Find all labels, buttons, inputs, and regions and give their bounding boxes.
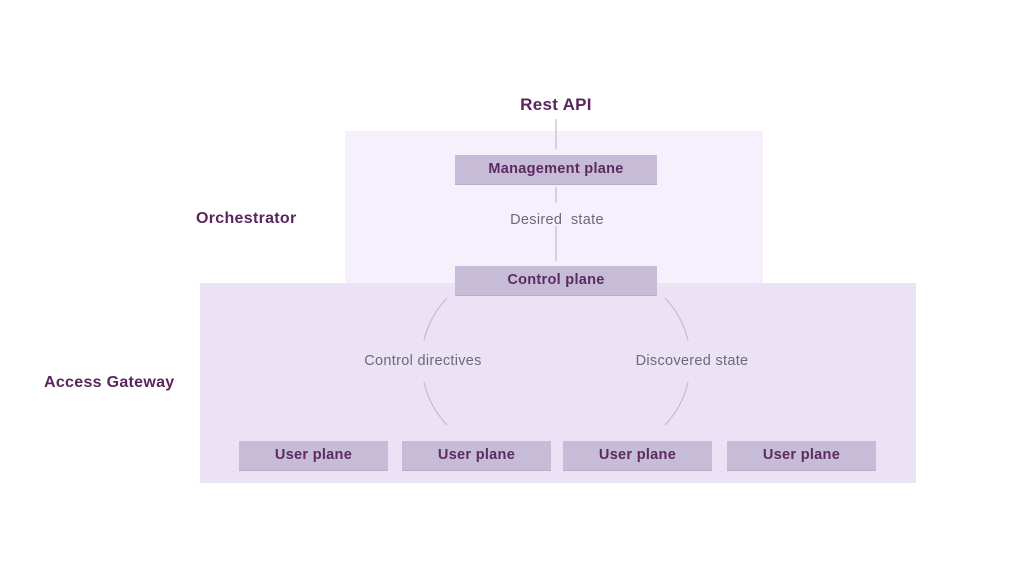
control-directives-label: Control directives	[364, 353, 482, 369]
discovered-state-label: Discovered state	[635, 353, 749, 369]
user-plane-node-3: User plane	[563, 441, 712, 471]
desired-state-label: Desired state	[510, 212, 604, 228]
control-plane-node: Control plane	[455, 266, 657, 296]
orchestrator-label: Orchestrator	[196, 210, 297, 227]
access-gateway-label: Access Gateway	[44, 374, 175, 391]
user-plane-node-4: User plane	[727, 441, 876, 471]
user-plane-node-2: User plane	[402, 441, 551, 471]
user-plane-node-1: User plane	[239, 441, 388, 471]
management-plane-node: Management plane	[455, 155, 657, 185]
orchestrator-region	[345, 131, 763, 283]
diagram-title: Rest API	[520, 95, 592, 114]
